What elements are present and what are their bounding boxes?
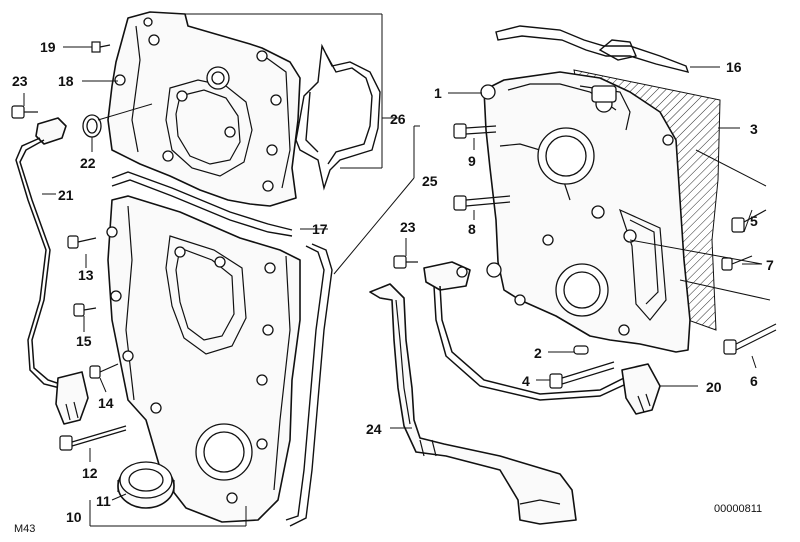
callout-17: 17 — [312, 221, 328, 237]
callout-9: 9 — [468, 153, 476, 169]
callout-6: 6 — [750, 373, 758, 389]
left-fasteners — [11, 41, 127, 451]
timing-case — [480, 69, 721, 353]
callout-2: 2 — [534, 345, 542, 361]
callout-12: 12 — [82, 465, 98, 481]
callout-3: 3 — [750, 121, 758, 137]
corner-code: M43 — [14, 523, 35, 535]
callout-23-right: 23 — [400, 219, 416, 235]
callout-7: 7 — [766, 257, 774, 273]
callout-25: 25 — [422, 173, 438, 189]
upper-timing-cover — [107, 11, 301, 207]
upper-cover-gasket — [295, 43, 381, 191]
callout-labels: 19 18 23 22 21 13 15 14 12 11 10 17 26 2… — [12, 39, 774, 535]
right-fasteners — [393, 123, 777, 389]
callout-22: 22 — [80, 155, 96, 171]
callout-20: 20 — [706, 379, 722, 395]
callout-16: 16 — [726, 59, 742, 75]
callout-24: 24 — [366, 421, 382, 437]
callout-8: 8 — [468, 221, 476, 237]
callout-5: 5 — [750, 213, 758, 229]
timing-case-gasket-16 — [495, 25, 690, 73]
callout-15: 15 — [76, 333, 92, 349]
drawing-number: 00000811 — [714, 503, 762, 515]
callout-19: 19 — [40, 39, 56, 55]
upper-gasket-strip — [111, 171, 293, 237]
callout-21: 21 — [58, 187, 74, 203]
sensor-bracket-24 — [369, 283, 577, 525]
callout-1: 1 — [434, 85, 442, 101]
lower-timing-cover — [106, 195, 301, 523]
callout-26: 26 — [390, 111, 406, 127]
callout-11: 11 — [96, 493, 111, 509]
radial-shaft-seal — [117, 461, 175, 509]
callout-14: 14 — [98, 395, 114, 411]
callout-18: 18 — [58, 73, 74, 89]
callout-23-left: 23 — [12, 73, 28, 89]
callout-10: 10 — [66, 509, 82, 525]
callout-4: 4 — [522, 373, 530, 389]
leader-lines — [23, 13, 771, 527]
left-sensor-and-wire — [15, 117, 89, 425]
lower-cover-gasket — [285, 243, 333, 527]
callout-13: 13 — [78, 267, 94, 283]
right-sensor-and-wire — [423, 261, 661, 415]
